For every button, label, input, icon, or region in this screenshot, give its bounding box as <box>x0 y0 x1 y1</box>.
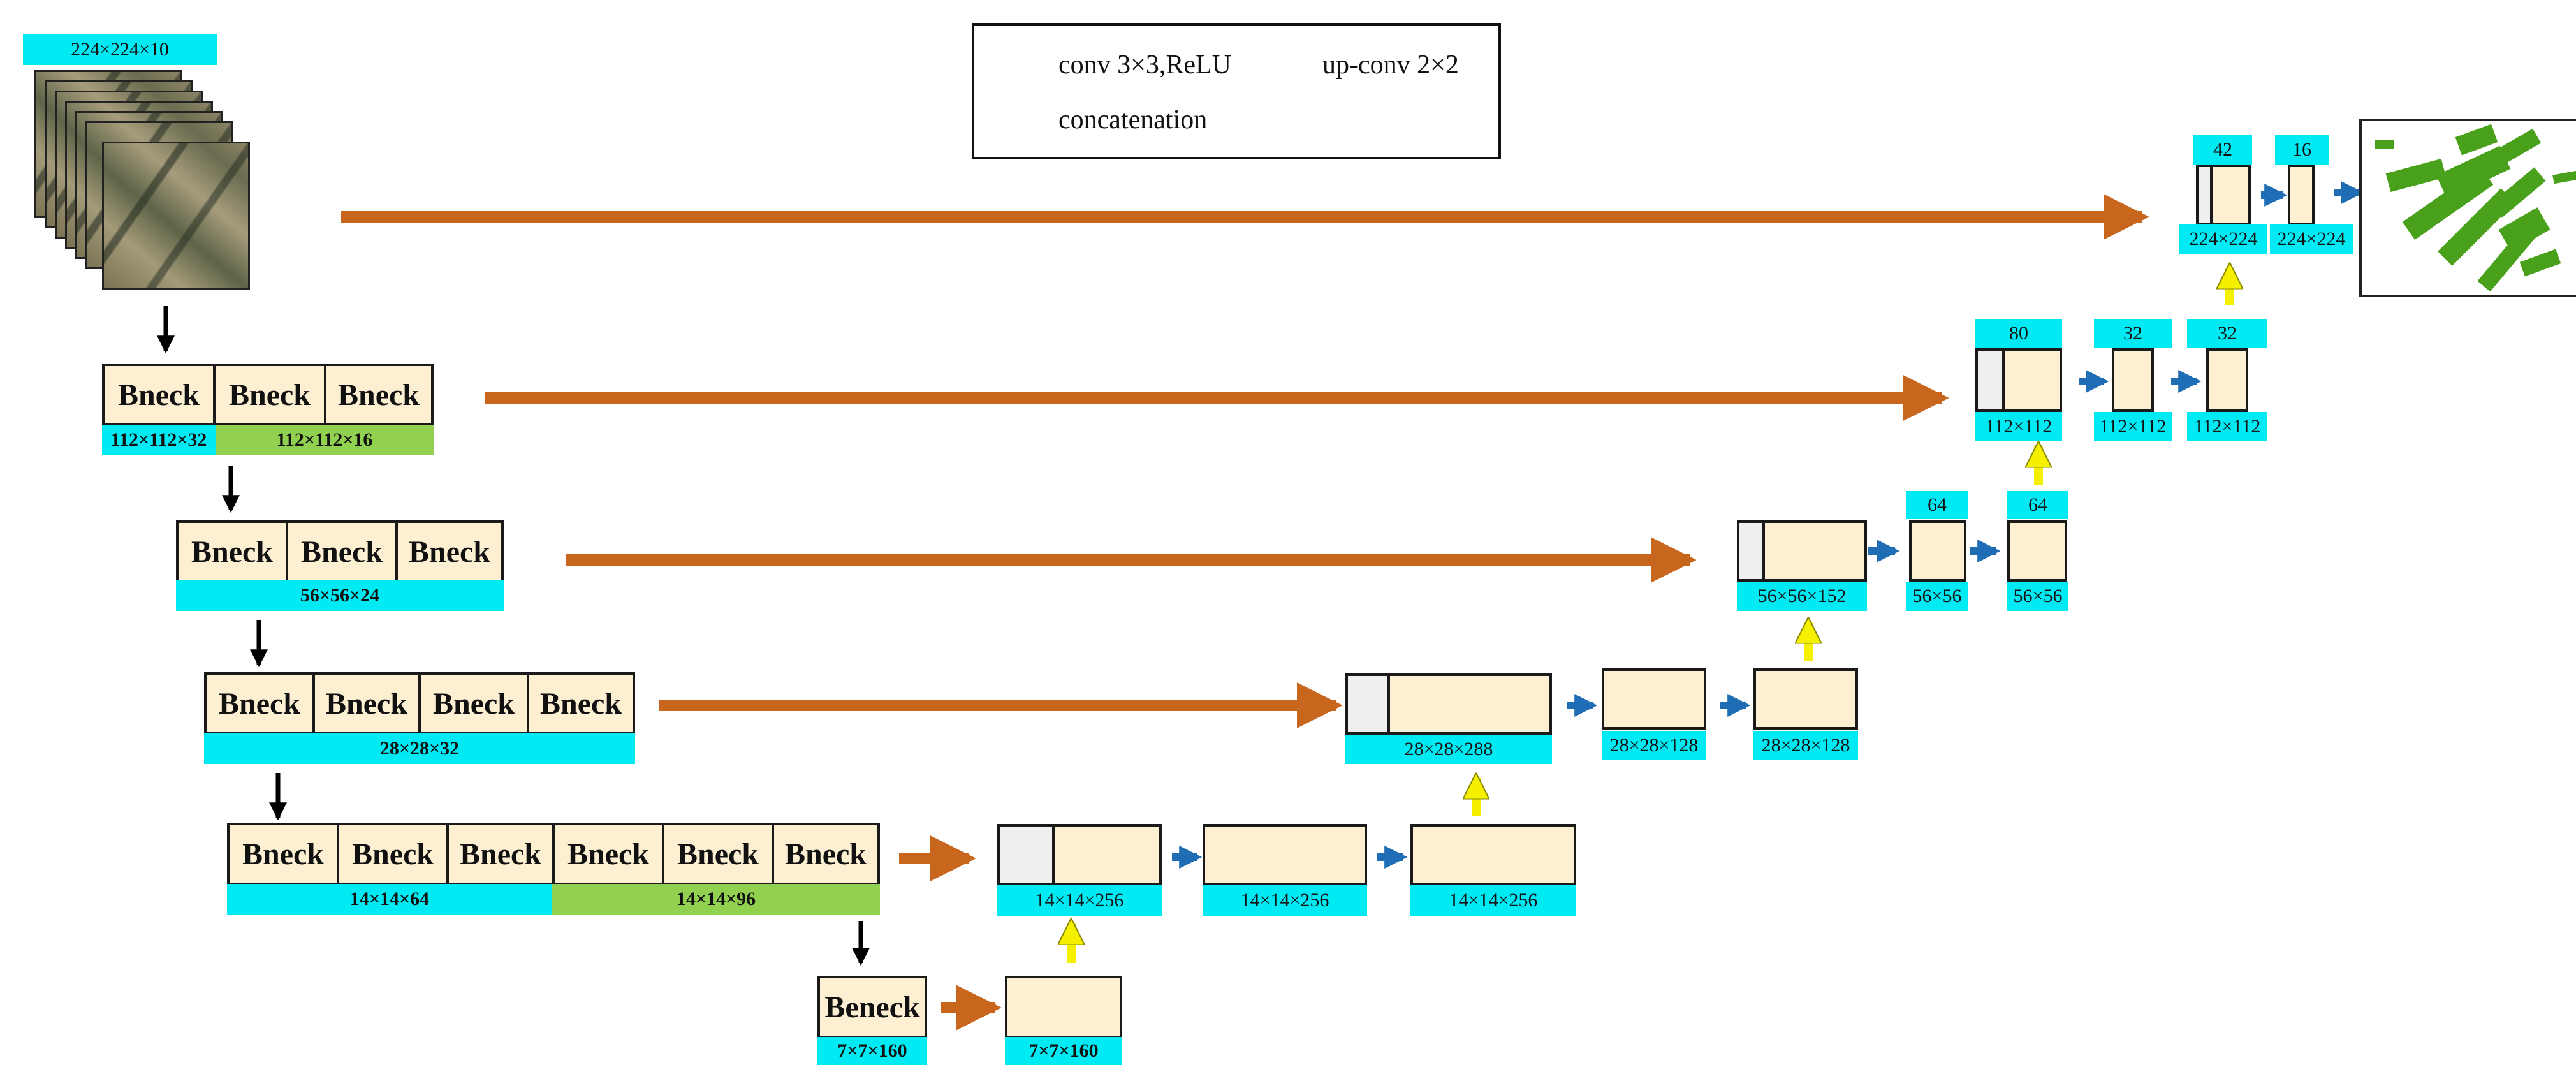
decoder-label-7: 7×7×160 <box>1005 1037 1122 1065</box>
decoder-label-112-b: 112×112 <box>2187 412 2267 441</box>
channel-label-112-a: 32 <box>2094 319 2172 348</box>
decoder-block-14-b <box>1410 824 1576 885</box>
vegetation-patch <box>2519 249 2561 277</box>
legend-concat-label: concatenation <box>1058 105 1208 135</box>
decoder-label-28-concat: 28×28×288 <box>1345 735 1552 764</box>
bneck-cell: Bneck <box>204 672 315 735</box>
bneck-cell: Bneck <box>662 823 774 885</box>
bneck-cell: Bneck <box>772 823 880 885</box>
legend-conv-label: conv 3×3,ReLU <box>1058 50 1231 80</box>
channel-label-224-a: 16 <box>2275 135 2329 165</box>
bottleneck-label: 7×7×160 <box>817 1037 927 1065</box>
decoder-concat-block-112 <box>1975 348 2062 412</box>
bneck-cell: Bneck <box>176 520 288 583</box>
input-label: 224×224×10 <box>23 34 217 65</box>
stage2-label: 56×56×24 <box>176 580 504 611</box>
channel-label-112-b: 32 <box>2187 319 2267 348</box>
vegetation-patch <box>2552 169 2576 184</box>
bneck-cell: Bneck <box>213 364 326 426</box>
bneck-cell: Bneck <box>552 823 664 885</box>
bneck-cell: Bneck <box>418 672 529 735</box>
decoder-label-56-a: 56×56 <box>1906 582 1968 611</box>
concat-segment <box>1348 676 1390 732</box>
decoder-block-56-b <box>2007 520 2067 582</box>
channel-label-56-a: 64 <box>1906 491 1968 519</box>
decoder-label-28-a: 28×28×128 <box>1602 731 1706 760</box>
decoder-block-28-b <box>1753 668 1858 730</box>
bneck-cell: Bneck <box>527 672 635 735</box>
decoder-block-14-a <box>1203 824 1367 885</box>
stage1-label-b: 112×112×16 <box>216 425 434 455</box>
stage1-label-a: 112×112×32 <box>102 425 216 455</box>
stage4-label-b: 14×14×96 <box>552 884 880 915</box>
legend-upconv-label: up-conv 2×2 <box>1322 50 1459 80</box>
bneck-cell: Bneck <box>324 364 434 426</box>
input-band-tile <box>102 142 250 290</box>
bneck-cell: Bneck <box>337 823 449 885</box>
decoder-concat-block-28 <box>1345 673 1552 735</box>
bneck-cell: Bneck <box>286 520 398 583</box>
channel-label-224-concat: 42 <box>2193 135 2252 165</box>
vegetation-patch <box>2375 140 2394 149</box>
decoder-label-14-a: 14×14×256 <box>1203 885 1367 916</box>
concat-segment <box>1000 827 1055 883</box>
decoder-label-14-b: 14×14×256 <box>1410 885 1576 916</box>
decoder-label-56-concat: 56×56×152 <box>1737 582 1867 611</box>
bneck-cell: Bneck <box>102 364 216 426</box>
decoder-label-28-b: 28×28×128 <box>1753 731 1858 760</box>
stage3-label: 28×28×32 <box>204 733 635 764</box>
legend: conv 3×3,ReLU up-conv 2×2 concatenation <box>972 23 1501 159</box>
decoder-block-112-a <box>2112 348 2154 412</box>
concat-segment <box>1739 523 1765 579</box>
channel-label-56-b: 64 <box>2007 491 2068 519</box>
decoder-block-7 <box>1005 976 1122 1038</box>
decoder-label-56-b: 56×56 <box>2007 582 2068 611</box>
decoder-block-56-a <box>1909 520 1966 582</box>
bneck-cell: Bneck <box>395 520 504 583</box>
channel-label-112-concat: 80 <box>1975 319 2062 348</box>
decoder-label-224-concat: 224×224 <box>2179 224 2267 254</box>
decoder-label-224-a: 224×224 <box>2270 224 2353 254</box>
bottleneck-cell: Beneck <box>817 976 927 1038</box>
decoder-concat-block-224 <box>2196 165 2251 226</box>
decoder-block-28-a <box>1602 668 1706 730</box>
bneck-cell: Bneck <box>312 672 421 735</box>
decoder-label-14-concat: 14×14×256 <box>997 885 1162 916</box>
decoder-label-112-concat: 112×112 <box>1975 412 2062 441</box>
decoder-concat-block-14 <box>997 824 1162 885</box>
bneck-cell: Bneck <box>227 823 339 885</box>
decoder-label-112-a: 112×112 <box>2094 412 2172 441</box>
concat-segment <box>1978 351 2005 409</box>
bneck-cell: Bneck <box>446 823 555 885</box>
stage4-label-a: 14×14×64 <box>227 884 552 915</box>
concat-segment <box>2199 167 2213 223</box>
output-segmentation-map <box>2359 119 2576 297</box>
decoder-block-112-b <box>2206 348 2248 412</box>
decoder-concat-block-56 <box>1737 520 1867 582</box>
decoder-block-224-a <box>2288 165 2315 226</box>
